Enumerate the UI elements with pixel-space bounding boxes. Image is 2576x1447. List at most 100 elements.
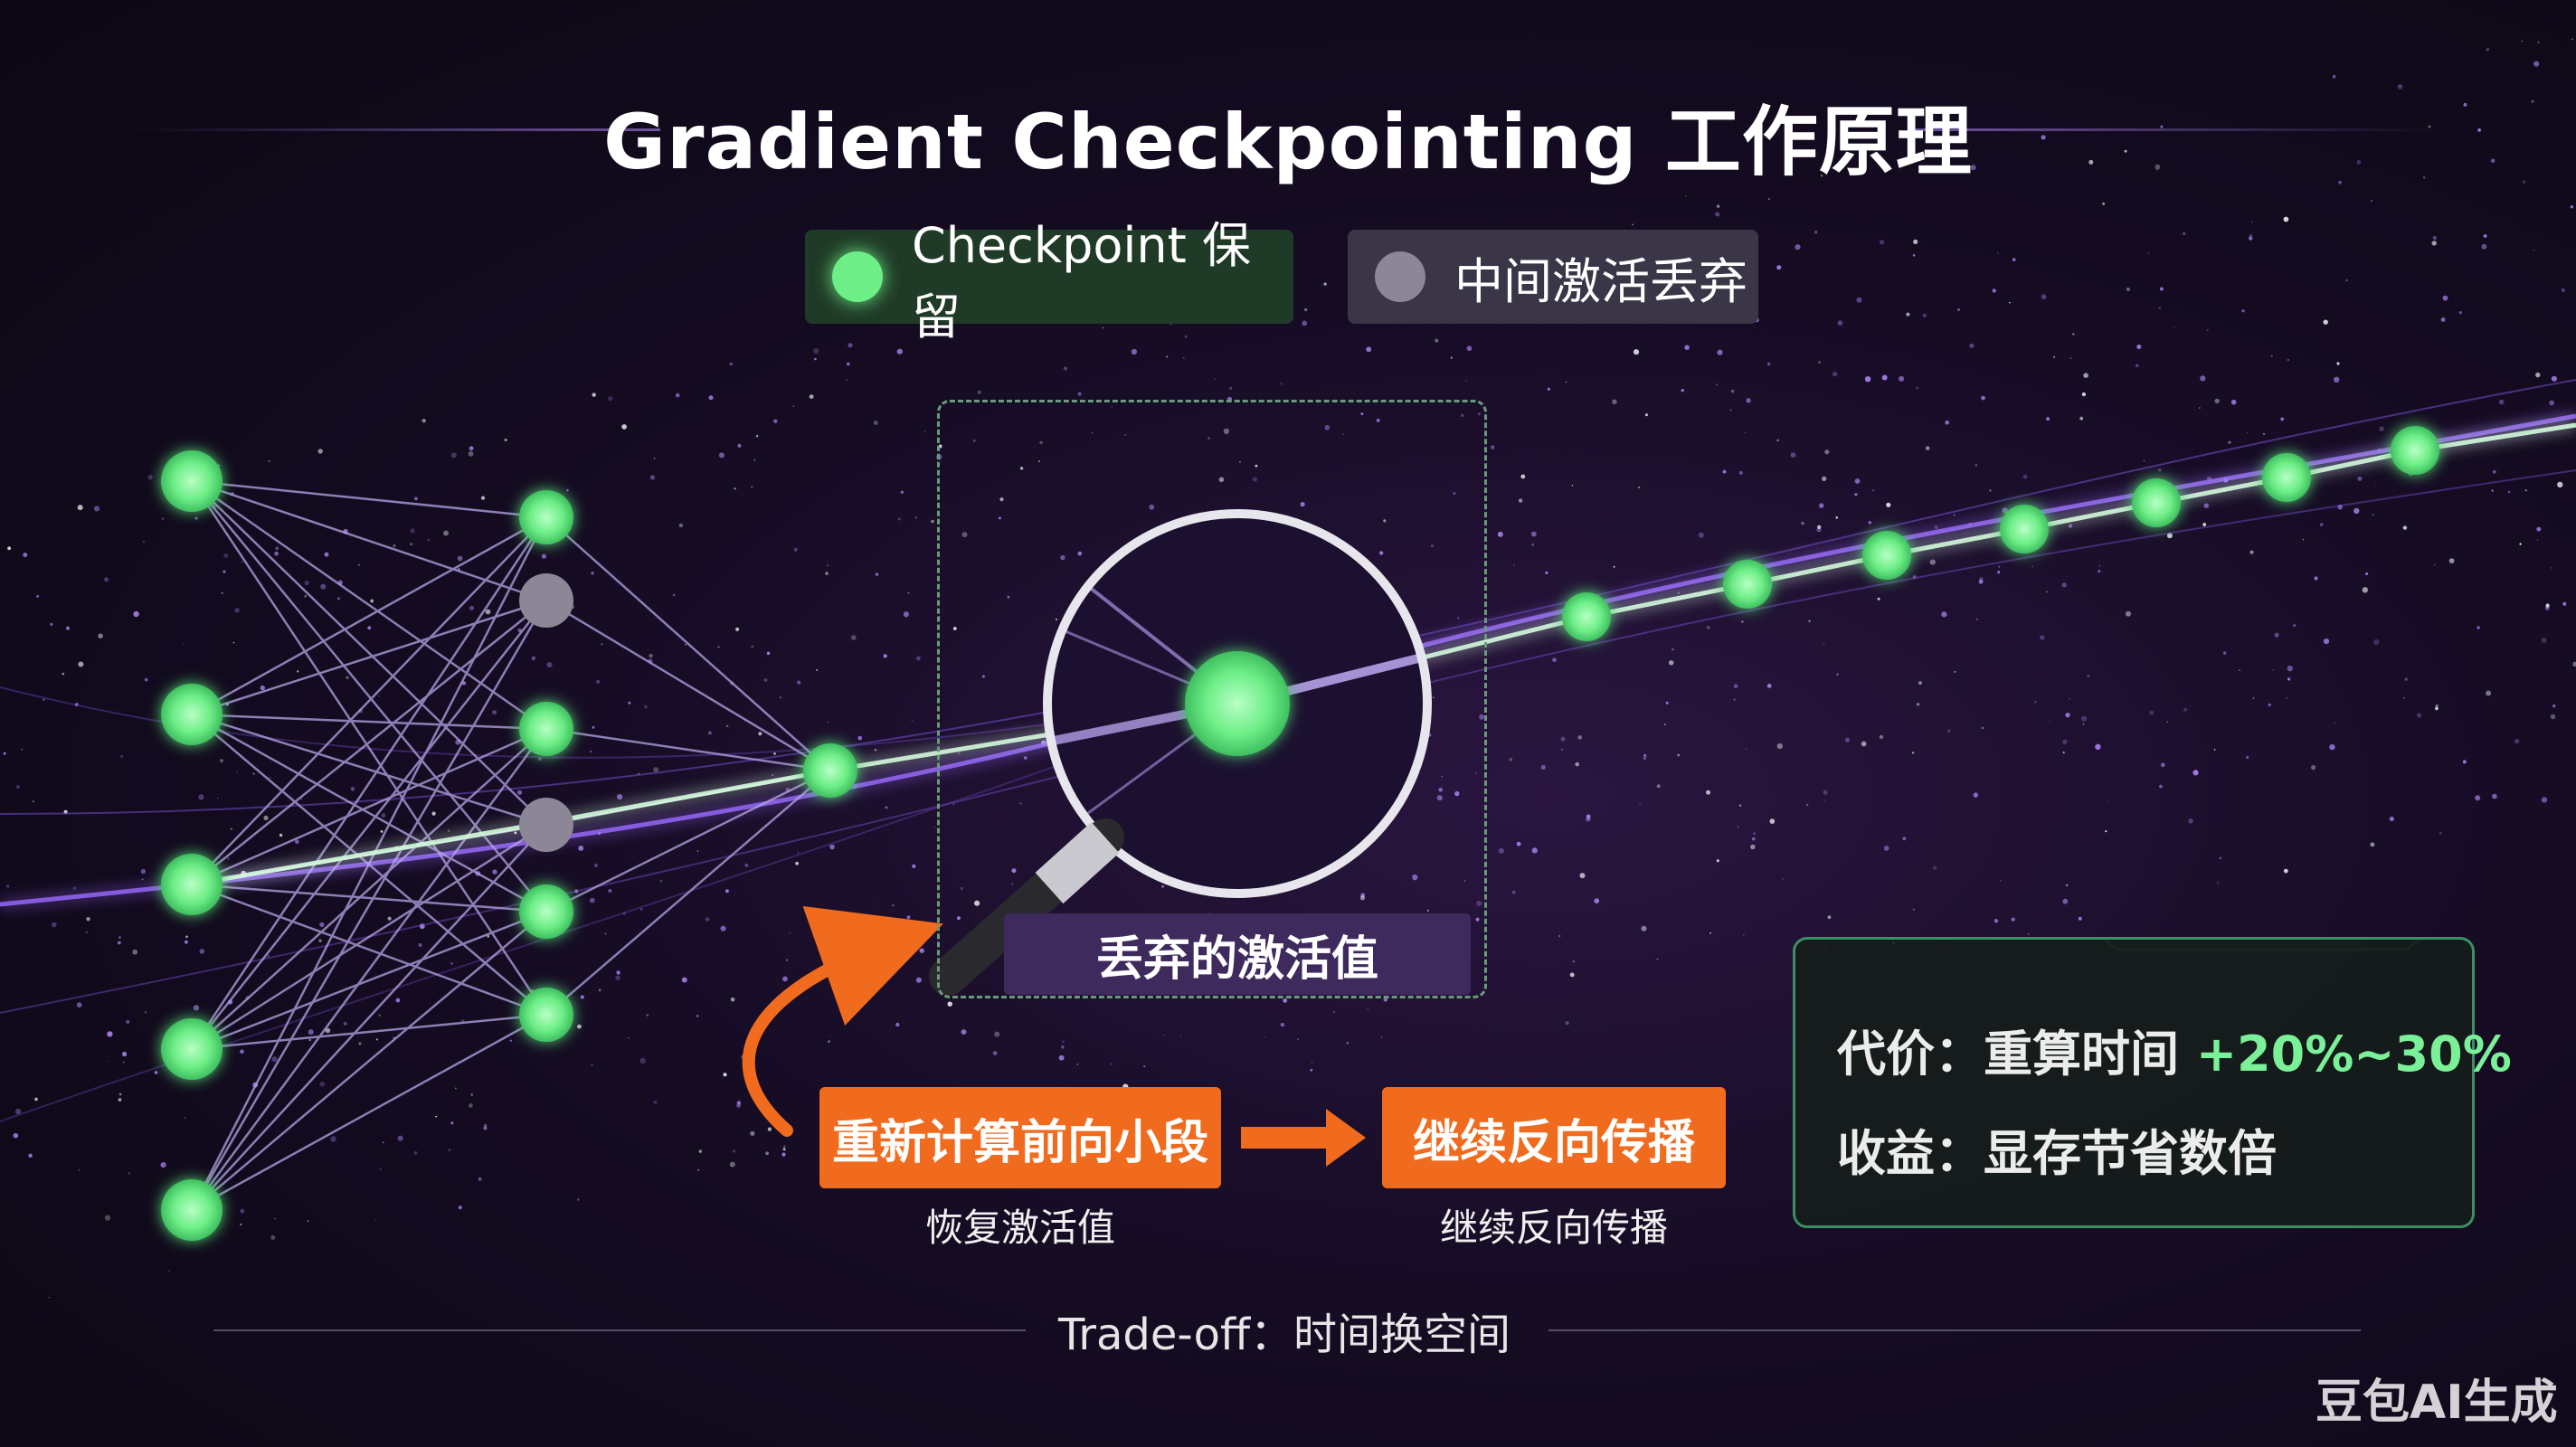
star-particle xyxy=(977,390,981,394)
star-particle xyxy=(118,936,121,939)
star-particle xyxy=(260,685,265,691)
star-particle xyxy=(1954,670,1956,673)
star-particle xyxy=(601,643,603,646)
star-particle xyxy=(77,505,83,511)
star-particle xyxy=(2422,176,2426,179)
star-particle xyxy=(1733,698,1736,701)
star-particle xyxy=(308,1029,314,1036)
network-edge xyxy=(191,823,547,1051)
star-particle xyxy=(956,916,961,921)
star-particle xyxy=(1463,880,1466,882)
star-particle xyxy=(1744,431,1747,434)
star-particle xyxy=(994,1031,1000,1037)
star-particle xyxy=(2149,710,2155,715)
star-particle xyxy=(62,672,65,676)
star-particle xyxy=(895,1022,900,1027)
network-edge xyxy=(190,516,548,1050)
star-particle xyxy=(1310,1068,1313,1072)
star-particle xyxy=(1613,565,1615,568)
star-particle xyxy=(128,1172,131,1175)
network-edge xyxy=(191,600,547,1050)
star-particle xyxy=(66,626,70,630)
star-particle xyxy=(684,643,687,646)
star-particle xyxy=(885,806,888,809)
star-particle xyxy=(751,486,753,488)
star-particle xyxy=(1110,1063,1113,1065)
star-particle xyxy=(2228,440,2231,444)
star-particle xyxy=(1806,803,1809,807)
star-particle xyxy=(1639,802,1642,805)
recompute-sublabel: 恢复激活值 xyxy=(924,1206,1115,1250)
star-particle xyxy=(431,811,436,816)
star-particle xyxy=(133,610,139,618)
star-particle xyxy=(1871,489,1875,492)
star-particle xyxy=(132,949,138,955)
star-particle xyxy=(814,357,817,361)
star-particle xyxy=(1656,784,1661,789)
star-particle xyxy=(2550,566,2552,569)
star-particle xyxy=(381,813,386,818)
star-particle xyxy=(221,591,223,594)
star-particle xyxy=(1861,741,1867,747)
star-particle xyxy=(590,750,592,753)
star-particle xyxy=(897,517,901,521)
star-particle xyxy=(2009,301,2011,304)
star-particle xyxy=(483,1123,488,1128)
star-particle xyxy=(1684,345,1690,350)
star-particle xyxy=(317,449,323,454)
star-particle xyxy=(2061,582,2067,588)
star-particle xyxy=(1854,478,1861,484)
star-particle xyxy=(240,1049,244,1054)
legend-discarded: 中间激活丢弃 xyxy=(1348,230,1758,324)
star-particle xyxy=(304,580,309,586)
star-particle xyxy=(2088,159,2094,165)
star-particle xyxy=(1579,873,1586,879)
star-particle xyxy=(952,803,955,806)
star-particle xyxy=(933,826,936,828)
star-particle xyxy=(2252,697,2255,700)
star-particle xyxy=(782,1148,786,1151)
star-particle xyxy=(1877,597,1880,601)
star-particle xyxy=(52,922,57,928)
star-particle xyxy=(2206,329,2209,331)
input-layer xyxy=(161,450,223,1241)
star-particle xyxy=(1632,223,1634,226)
star-particle xyxy=(2477,128,2482,132)
network-edge xyxy=(191,1013,547,1212)
star-particle xyxy=(2062,752,2065,754)
star-particle xyxy=(2268,703,2271,707)
star-particle xyxy=(1776,742,1783,750)
star-particle xyxy=(678,523,684,528)
star-particle xyxy=(1912,575,1917,580)
star-particle xyxy=(2370,842,2375,847)
star-particle xyxy=(1296,1038,1299,1041)
star-particle xyxy=(1166,355,1169,358)
star-particle xyxy=(1996,251,1999,254)
network-edge xyxy=(191,516,547,885)
star-particle xyxy=(1007,595,1010,599)
star-particle xyxy=(1953,514,1956,516)
network-edge xyxy=(191,480,547,913)
star-particle xyxy=(2246,755,2249,760)
star-particle xyxy=(1023,756,1028,760)
star-particle xyxy=(1975,464,1978,467)
star-particle xyxy=(2458,311,2462,315)
star-particle xyxy=(2287,358,2290,362)
star-particle xyxy=(577,1024,582,1029)
star-particle xyxy=(94,506,100,512)
star-particle xyxy=(2463,102,2467,107)
star-particle xyxy=(346,676,349,679)
star-particle xyxy=(98,633,103,638)
star-particle xyxy=(1746,398,1751,403)
star-particle xyxy=(104,1215,111,1221)
star-particle xyxy=(485,609,491,615)
star-particle xyxy=(2217,881,2219,884)
network-edge xyxy=(191,515,547,716)
star-particle xyxy=(2570,205,2574,209)
network-edge xyxy=(191,479,547,519)
star-particle xyxy=(2203,503,2209,508)
star-particle xyxy=(492,869,497,875)
star-particle xyxy=(2160,762,2165,768)
star-particle xyxy=(947,1001,952,1007)
